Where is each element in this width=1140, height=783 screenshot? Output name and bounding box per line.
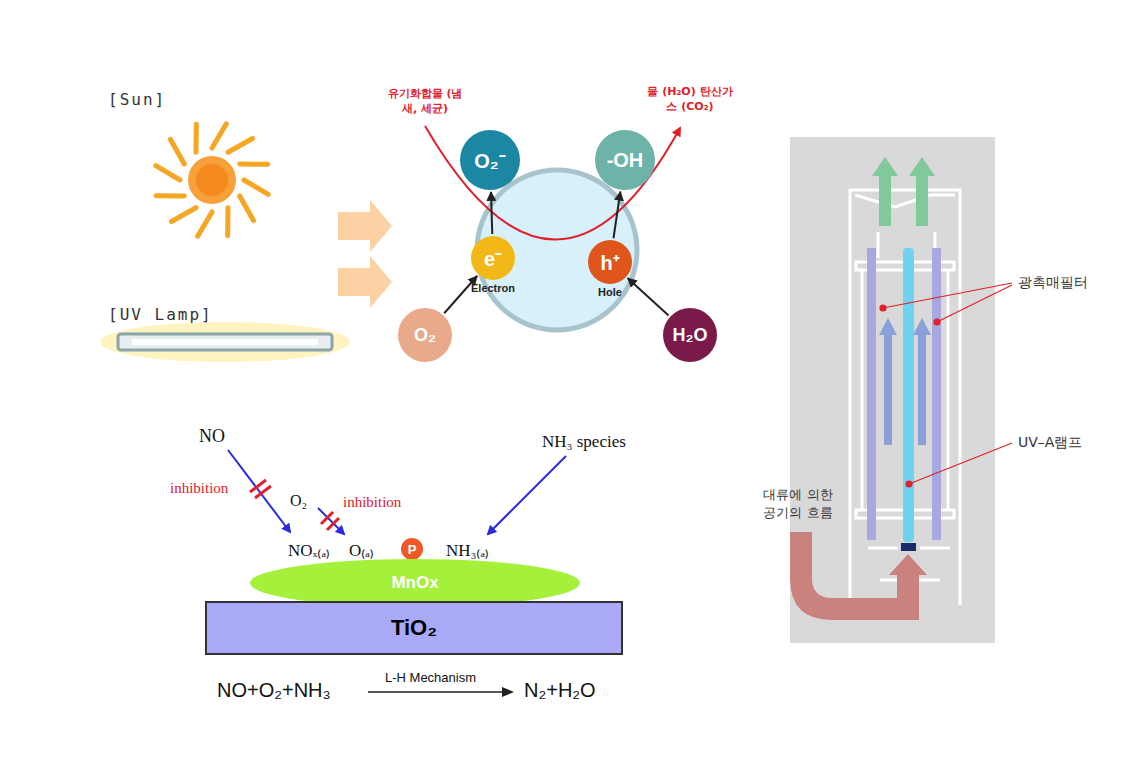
text-label: NOₓ₍ₐ₎ — [288, 538, 330, 561]
sun-icon — [156, 124, 268, 236]
filter-bar — [867, 248, 876, 540]
text-label: [Sun] — [108, 90, 166, 109]
text-label: N₂+H₂O — [524, 679, 596, 702]
adsorb-arrow — [488, 456, 566, 534]
text-label: 유기화합물 (냄새, 세균) — [384, 86, 466, 116]
node-text: MnOx — [391, 573, 438, 593]
node-heading: Hole — [598, 286, 622, 298]
radical-circle: -OH — [595, 130, 655, 190]
uv-lamp — [118, 334, 332, 350]
lamp-tube — [132, 339, 318, 345]
reaction-arc — [425, 126, 680, 240]
node-text: O₂⁻ — [474, 147, 505, 174]
adsorb-arrow — [228, 450, 290, 532]
reactant-circle: O₂ — [398, 308, 452, 362]
text-label: inhibition — [170, 480, 228, 497]
light-arrow — [338, 200, 392, 252]
electron-circle: e⁻Electron — [471, 236, 515, 280]
node-heading: Electron — [471, 282, 515, 294]
inhibition-mark — [321, 512, 339, 530]
convection-arrow — [790, 532, 927, 620]
device-frame — [850, 190, 960, 605]
node-text: P — [408, 542, 417, 557]
air-arrow — [879, 318, 931, 445]
text-label: L-H Mechanism — [385, 670, 476, 685]
node-text: e⁻ — [484, 245, 502, 272]
site-circle: P — [401, 538, 423, 560]
reactant-circle: H₂O — [663, 308, 717, 362]
node-text: TiO₂ — [391, 615, 437, 641]
reaction-arrow — [628, 278, 669, 315]
text-label: NH₃ species — [542, 432, 626, 452]
reaction-arrow — [444, 276, 477, 313]
outflow-arrow — [872, 157, 935, 226]
node-text: h⁺ — [600, 249, 619, 276]
device-panel — [790, 137, 995, 643]
filter-bar — [932, 248, 941, 540]
mnox-layer: MnOx — [250, 559, 580, 607]
lamp-glow — [100, 322, 350, 362]
text-label: NO — [199, 426, 225, 447]
hole-circle: h⁺Hole — [588, 240, 632, 284]
text-label: 물 (H₂O) 탄산가스 (CO₂) — [642, 84, 738, 114]
text-label: NH₃₍ₐ₎ — [446, 538, 489, 561]
leader-line — [880, 283, 1012, 487]
node-text: O₂ — [414, 325, 436, 346]
reaction-arrow — [368, 691, 512, 693]
catalyst-particle — [477, 170, 637, 330]
text-label: UV–A램프 — [1018, 434, 1082, 452]
lamp-socket — [901, 543, 916, 551]
tio2-substrate: TiO₂ — [205, 601, 623, 655]
radical-circle: O₂⁻ — [460, 130, 520, 190]
reaction-arrow — [613, 192, 620, 239]
inhibition-mark — [250, 480, 271, 498]
text-label: O₂ — [290, 492, 307, 510]
uv-a-lamp — [903, 248, 914, 542]
text-label: O₍ₐ₎ — [349, 538, 374, 561]
text-label: [UV Lamp] — [108, 305, 213, 324]
adsorb-arrow — [318, 508, 344, 534]
reaction-arrow — [491, 192, 492, 234]
light-arrow — [338, 256, 392, 308]
node-text: H₂O — [673, 325, 708, 346]
node-text: -OH — [607, 149, 644, 172]
text-label: 광촉매필터 — [1018, 274, 1088, 292]
text-label: inhibition — [343, 494, 401, 511]
text-label: 대류에 의한 공기의 흐름 — [756, 486, 840, 522]
text-label: NO+O₂+NH₃ — [217, 679, 331, 702]
